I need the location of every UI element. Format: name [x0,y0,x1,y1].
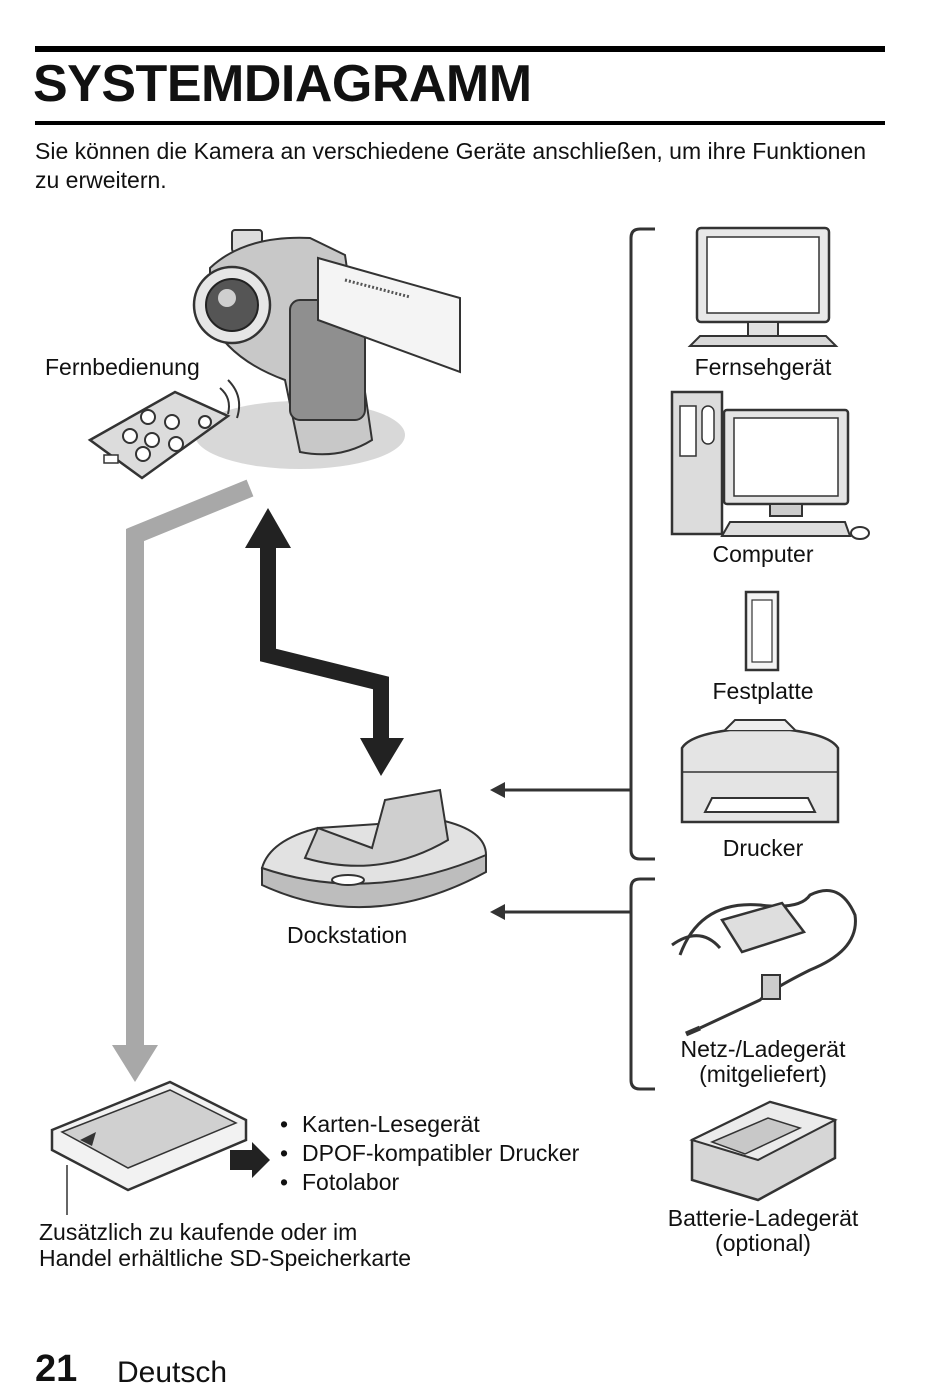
list-item: Fotolabor [280,1168,579,1197]
card-caption-line-1: Zusätzlich zu kaufende oder im [39,1219,358,1245]
card-uses-list: Karten-Lesegerät DPOF-kompatibler Drucke… [280,1110,579,1197]
dock-arrowhead [360,738,404,776]
ac-adapter-label-2: (mitgeliefert) [699,1061,827,1087]
list-item: DPOF-kompatibler Drucker [280,1139,579,1168]
ac-adapter-label-1: Netz-/Ladegerät [680,1036,846,1062]
dock-label: Dockstation [287,922,408,948]
sd-card-icon [50,1080,248,1215]
tv-icon [687,226,839,347]
tv-label: Fernsehgerät [694,354,832,380]
remote-label: Fernbedienung [45,354,200,380]
camera-to-card-path [126,479,254,1048]
battery-charger-label-2: (optional) [715,1230,811,1256]
ac-adapter-icon [671,889,857,1037]
power-devices-bracket [629,877,655,1091]
printer-icon [680,719,840,824]
page-number: 21 [35,1348,78,1390]
page-title: SYSTEMDIAGRAMM [33,55,532,113]
computer-label: Computer [712,541,814,567]
dock-station-icon [260,788,488,909]
card-uses-arrow [230,1142,270,1178]
footer-language: Deutsch [117,1356,228,1389]
camera-arrowhead [245,508,291,548]
camera-dock-arrow [260,540,389,742]
battery-charger-icon [689,1100,838,1202]
remote-control-icon [87,379,241,480]
camcorder-icon [192,229,461,469]
output-devices-bracket [629,227,655,861]
computer-icon [670,390,870,540]
intro-text: Sie können die Kamera an verschiedene Ge… [35,138,867,193]
title-rule-bottom [35,121,885,125]
battery-charger-label-1: Batterie-Ladegerät [667,1205,859,1231]
camera-to-card-arrowhead [112,1045,158,1082]
list-item: Karten-Lesegerät [280,1110,579,1139]
card-caption-line-2: Handel erhältliche SD-Speicherkarte [39,1245,412,1271]
title-rule-top [35,46,885,52]
hard-disk-icon [744,590,780,672]
printer-label: Drucker [722,835,804,861]
hard-disk-label: Festplatte [712,678,814,704]
